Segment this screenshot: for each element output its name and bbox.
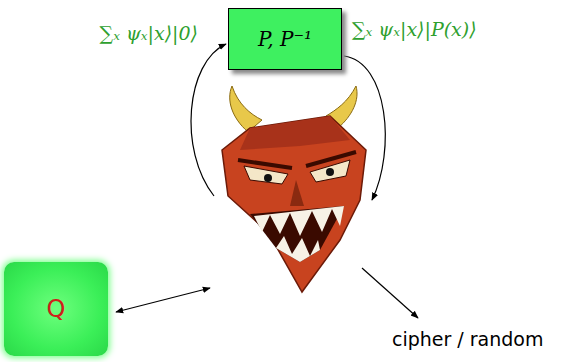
input-state-label: ∑ₓ ψₓ|x⟩|0⟩ [100,22,198,44]
node-label: P, P⁻¹ [258,27,312,51]
output-arrow [362,268,418,318]
distinguish-label: cipher / random [392,328,544,350]
devil-figure [222,86,366,292]
query-arrow [191,44,226,196]
node-label: Q [47,295,66,323]
quantum-box: Q [4,262,108,356]
q-access-arrow [116,288,210,312]
oracle-box: P, P⁻¹ [228,8,342,70]
output-state-label: ∑ₓ ψₓ|x⟩|P(x)⟩ [352,18,477,40]
